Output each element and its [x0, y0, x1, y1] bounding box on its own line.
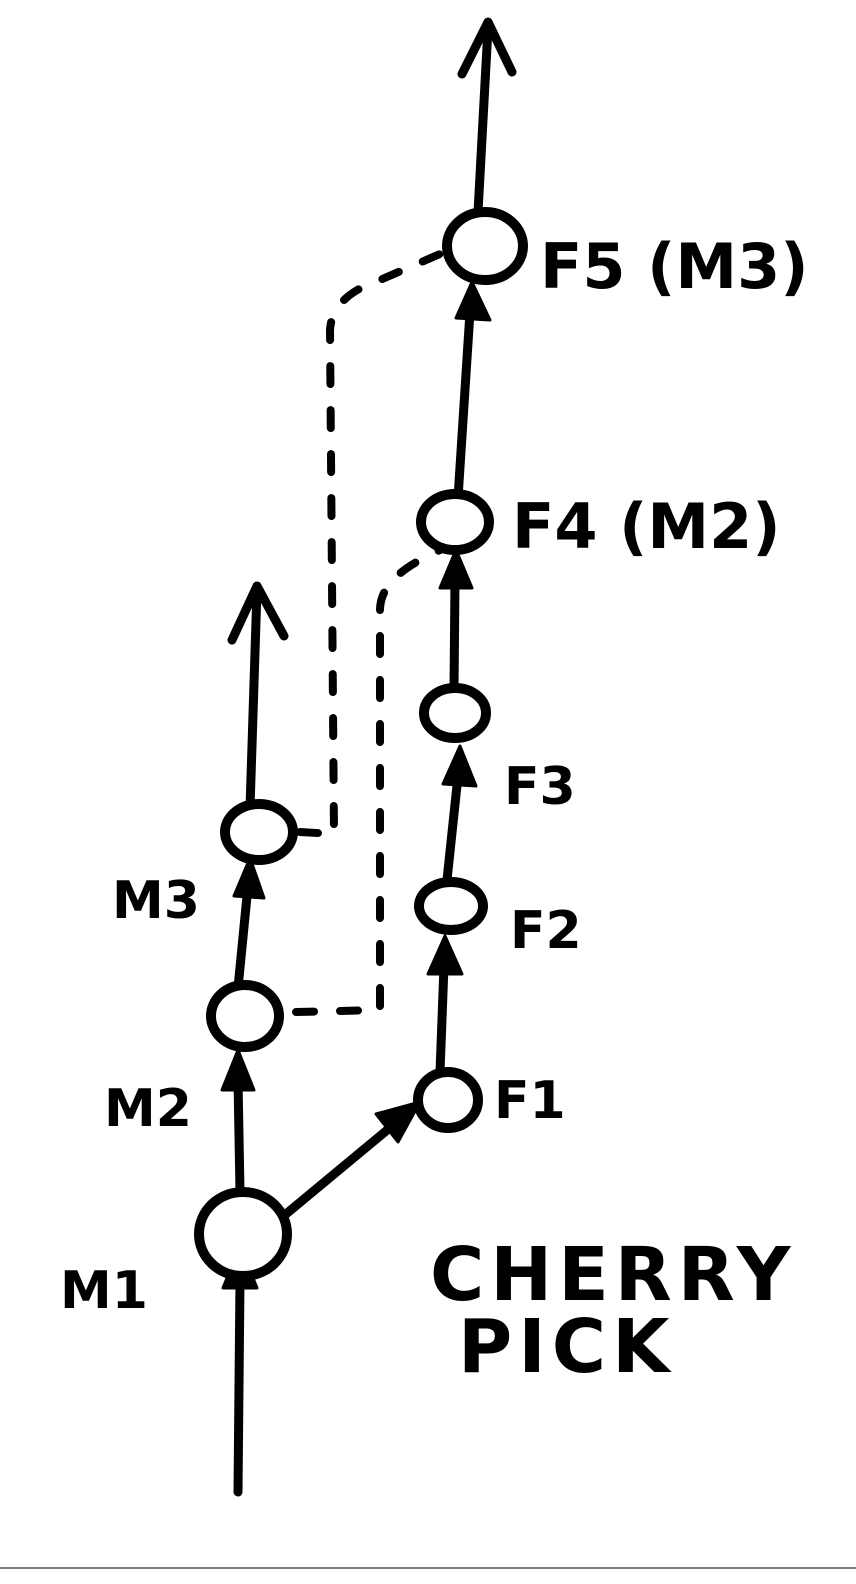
label-f3: F3	[504, 757, 576, 817]
arrowhead-into-f5	[454, 280, 492, 322]
title-line-pick: PICK	[458, 1304, 675, 1390]
commit-node-m1	[194, 1187, 292, 1281]
commit-node-f4	[416, 489, 494, 555]
commit-node-m3	[220, 799, 298, 865]
commit-node-m2	[206, 980, 284, 1052]
edge-f2-f3	[442, 771, 463, 885]
label-f4-m2: F4 (M2)	[512, 490, 781, 563]
edge-f5-up	[473, 23, 493, 217]
dashed-link-m3-to-f5	[296, 250, 444, 839]
arrowhead-into-f4	[438, 548, 474, 590]
arrow-tip-feature-branch	[457, 17, 517, 79]
label-f5-m3: F5 (M3)	[540, 230, 809, 303]
arrowhead-into-f3	[441, 744, 478, 788]
arrow-tip-main-branch	[227, 581, 289, 645]
label-f2: F2	[510, 901, 582, 961]
commit-node-f1	[413, 1067, 483, 1133]
commit-node-f5	[442, 207, 528, 285]
arrowhead-into-f2	[426, 934, 464, 976]
edge-m1-m2	[233, 1075, 245, 1197]
label-m2: M2	[104, 1079, 192, 1139]
commit-node-f3	[419, 683, 491, 743]
edge-f3-f4	[449, 575, 460, 695]
edge-incoming-m1	[233, 1275, 245, 1497]
arrowhead-into-m3	[232, 856, 266, 900]
edge-m1-f1	[281, 1121, 397, 1219]
edge-m3-up	[245, 585, 262, 813]
arrowhead-into-f1	[374, 1100, 422, 1144]
edge-f1-f2	[435, 961, 449, 1077]
title-line-cherry: CHERRY	[430, 1232, 796, 1318]
label-m1: M1	[60, 1261, 148, 1321]
dashed-link-m2-to-f4	[292, 546, 444, 1016]
label-m3: M3	[112, 871, 200, 931]
label-f1: F1	[494, 1071, 566, 1131]
edge-f4-f5	[453, 307, 475, 503]
arrowhead-into-m2	[220, 1048, 256, 1092]
edge-m2-m3	[233, 881, 253, 993]
commit-node-f2	[414, 877, 488, 935]
